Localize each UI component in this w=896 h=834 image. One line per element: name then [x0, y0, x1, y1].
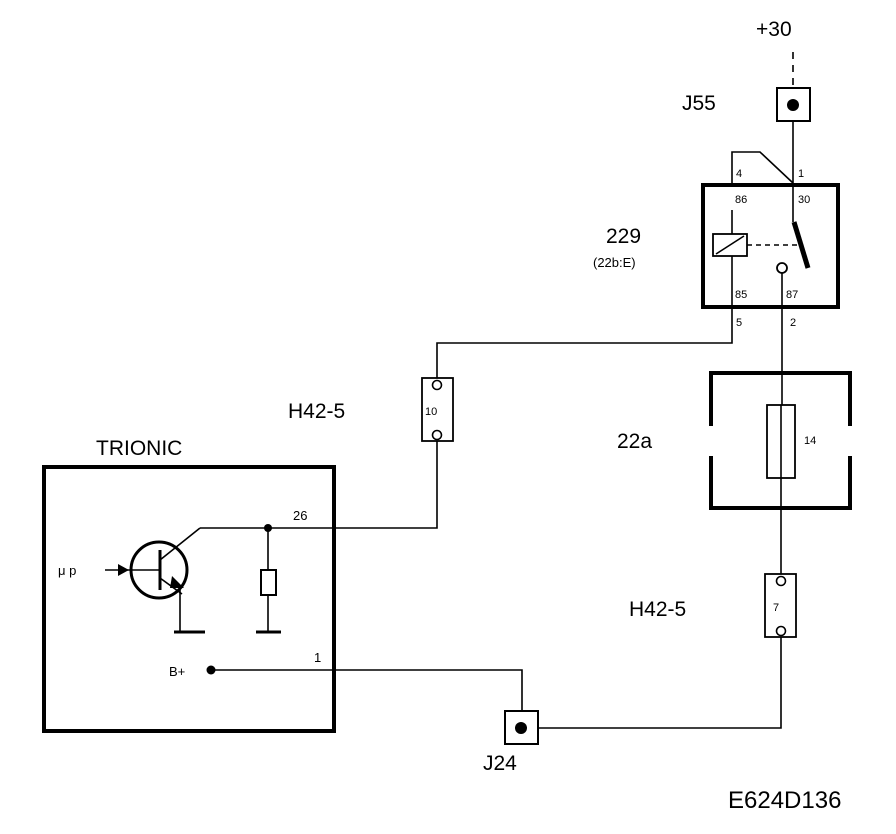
supply-label: +30 [756, 18, 792, 41]
connector-h42-lower-top-pin [775, 575, 787, 587]
transistor-emitter-arrow [170, 576, 184, 588]
transistor-collector [159, 527, 201, 561]
relay-ref-label: (22b:E) [593, 255, 636, 270]
relay-pin-30: 30 [798, 194, 810, 206]
mu-p-label: μ p [58, 563, 76, 578]
trionic-module [42, 465, 336, 733]
relay-id-label: 229 [606, 225, 641, 248]
j55-label: J55 [682, 92, 716, 115]
fuse-block-22a-top [709, 371, 852, 426]
relay-pin-4: 4 [736, 168, 742, 180]
relay-pin-87: 87 [786, 289, 798, 301]
trionic-pin-26: 26 [293, 508, 307, 523]
relay-pin-2: 2 [790, 317, 796, 329]
pull-up-resistor [260, 569, 277, 596]
h42-upper-pin-label: 10 [425, 406, 437, 418]
wire-b-plus-j24 [211, 669, 523, 712]
connector-j55-dot [787, 99, 799, 111]
h42-lower-pin-label: 7 [773, 602, 779, 614]
b-plus-label: B+ [169, 664, 185, 679]
wire-h42-trionic-26 [334, 441, 438, 529]
wire-relay-85-h42 [436, 307, 733, 380]
relay-coil-diagonal [715, 235, 745, 255]
relay-contact-87 [776, 262, 788, 274]
drawing-code: E624D136 [728, 787, 841, 814]
fuse-number-label: 14 [804, 435, 816, 447]
h42-upper-label: H42-5 [288, 400, 345, 423]
connector-h42-upper-bottom-pin [431, 429, 443, 441]
trionic-pin-1: 1 [314, 650, 321, 665]
connector-j24-dot [515, 722, 527, 734]
base-input-arrow [118, 564, 129, 576]
h42-lower-label: H42-5 [629, 598, 686, 621]
wire-j24-h42-lower [538, 637, 782, 729]
relay-pin-85: 85 [735, 289, 747, 301]
relay-switch-blade [791, 221, 811, 269]
relay-pin-5: 5 [736, 317, 742, 329]
trionic-label: TRIONIC [96, 437, 182, 460]
connector-h42-lower-bottom-pin [775, 625, 787, 637]
relay-229 [701, 183, 840, 309]
relay-pin-86: 86 [735, 194, 747, 206]
relay-pin-4-lead [731, 151, 794, 185]
fuse-block-label: 22a [617, 430, 652, 453]
connector-h42-upper-top-pin [431, 379, 443, 391]
relay-pin-1: 1 [798, 168, 804, 180]
j24-label: J24 [483, 752, 517, 775]
